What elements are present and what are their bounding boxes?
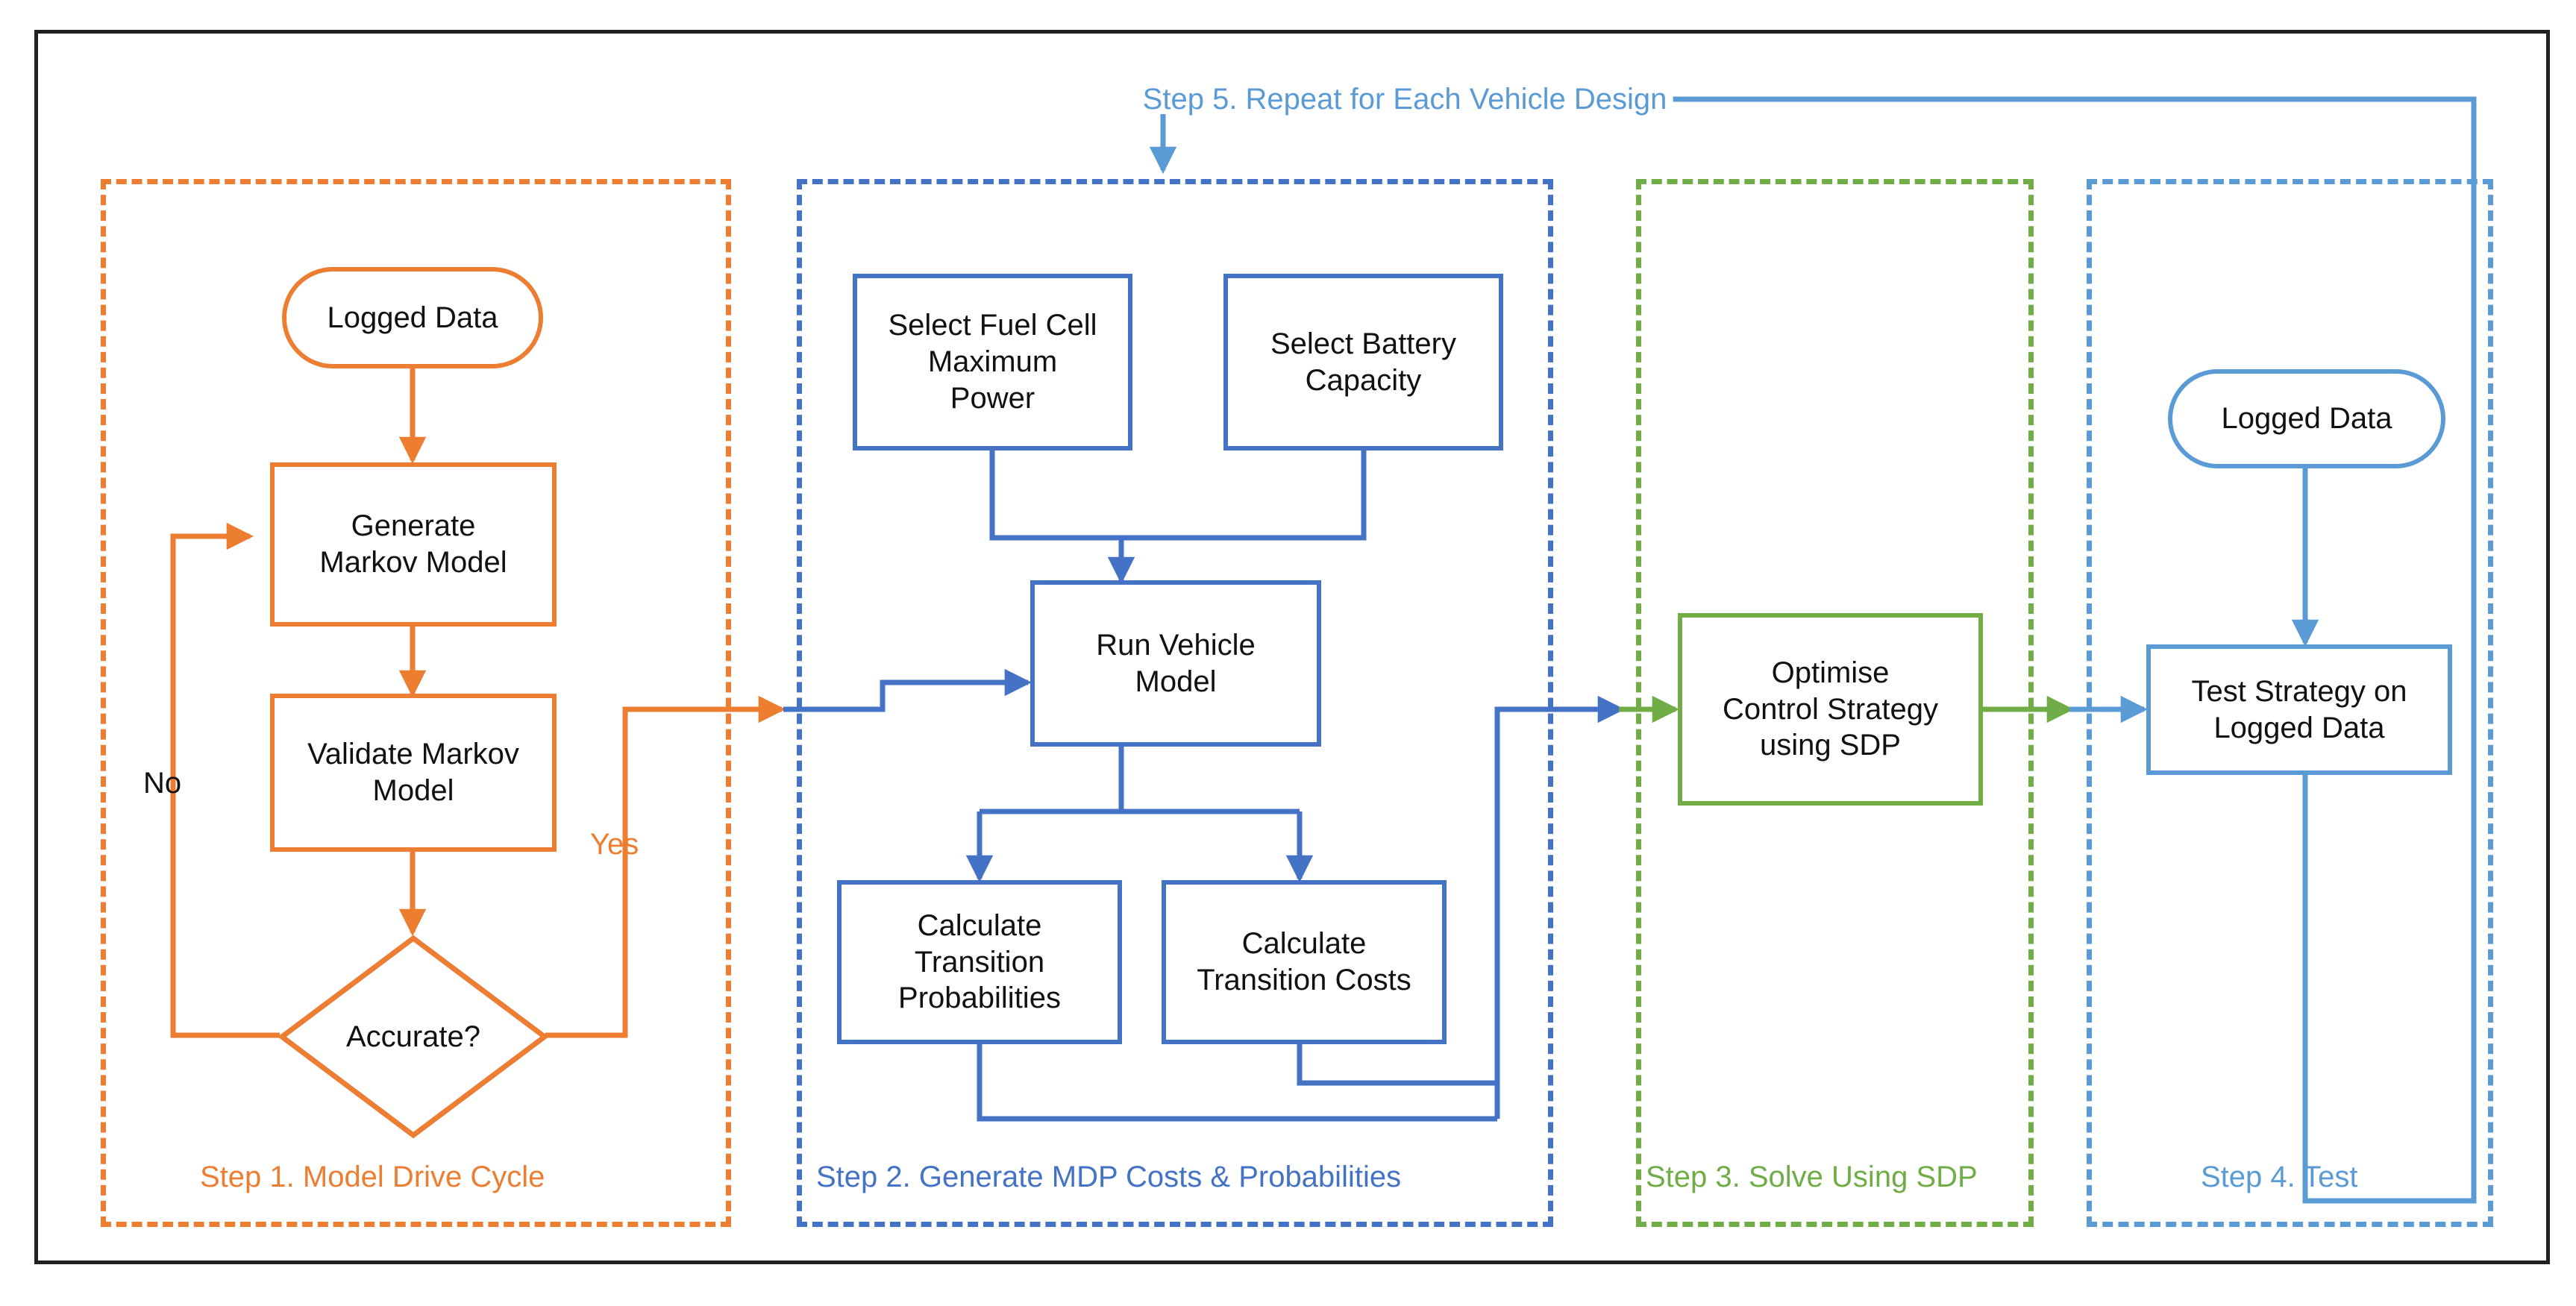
node-accurate-decision-label: Accurate? — [345, 1020, 481, 1053]
group-label-step3: Step 3. Solve Using SDP — [1646, 1161, 1978, 1193]
node-logged-data-1-label: Logged Data — [327, 301, 498, 334]
node-accurate-decision[interactable]: Accurate? — [278, 935, 548, 1139]
node-select-fuel-cell-maximum-power[interactable]: Select Fuel Cell Maximum Power — [853, 274, 1132, 450]
node-calculate-transition-costs[interactable]: Calculate Transition Costs — [1162, 880, 1447, 1044]
node-optimise-control-strategy-using-sdp[interactable]: Optimise Control Strategy using SDP — [1678, 613, 1983, 806]
group-label-step2: Step 2. Generate MDP Costs & Probabiliti… — [816, 1161, 1402, 1193]
group-label-step1: Step 1. Model Drive Cycle — [200, 1161, 545, 1193]
node-generate-markov-model[interactable]: Generate Markov Model — [270, 462, 557, 627]
edge-label-step5: Step 5. Repeat for Each Vehicle Design — [1136, 84, 1673, 114]
node-test-strategy-on-logged-data[interactable]: Test Strategy on Logged Data — [2146, 644, 2452, 775]
node-logged-data-1[interactable]: Logged Data — [282, 267, 543, 368]
node-validate-markov-model[interactable]: Validate Markov Model — [270, 694, 557, 852]
node-select-battery-capacity[interactable]: Select Battery Capacity — [1223, 274, 1503, 450]
edge-label-no: No — [143, 767, 182, 800]
node-calculate-transition-probabilities[interactable]: Calculate Transition Probabilities — [837, 880, 1122, 1044]
diamond-shape — [278, 935, 548, 1139]
edge-label-yes: Yes — [590, 828, 639, 861]
node-logged-data-2[interactable]: Logged Data — [2168, 369, 2445, 468]
node-logged-data-2-label: Logged Data — [2221, 402, 2392, 436]
diagram-outer-frame — [34, 30, 2550, 1264]
group-label-step4: Step 4. Test — [2201, 1161, 2358, 1193]
node-run-vehicle-model[interactable]: Run Vehicle Model — [1030, 580, 1321, 747]
group-step1-container — [101, 179, 731, 1227]
